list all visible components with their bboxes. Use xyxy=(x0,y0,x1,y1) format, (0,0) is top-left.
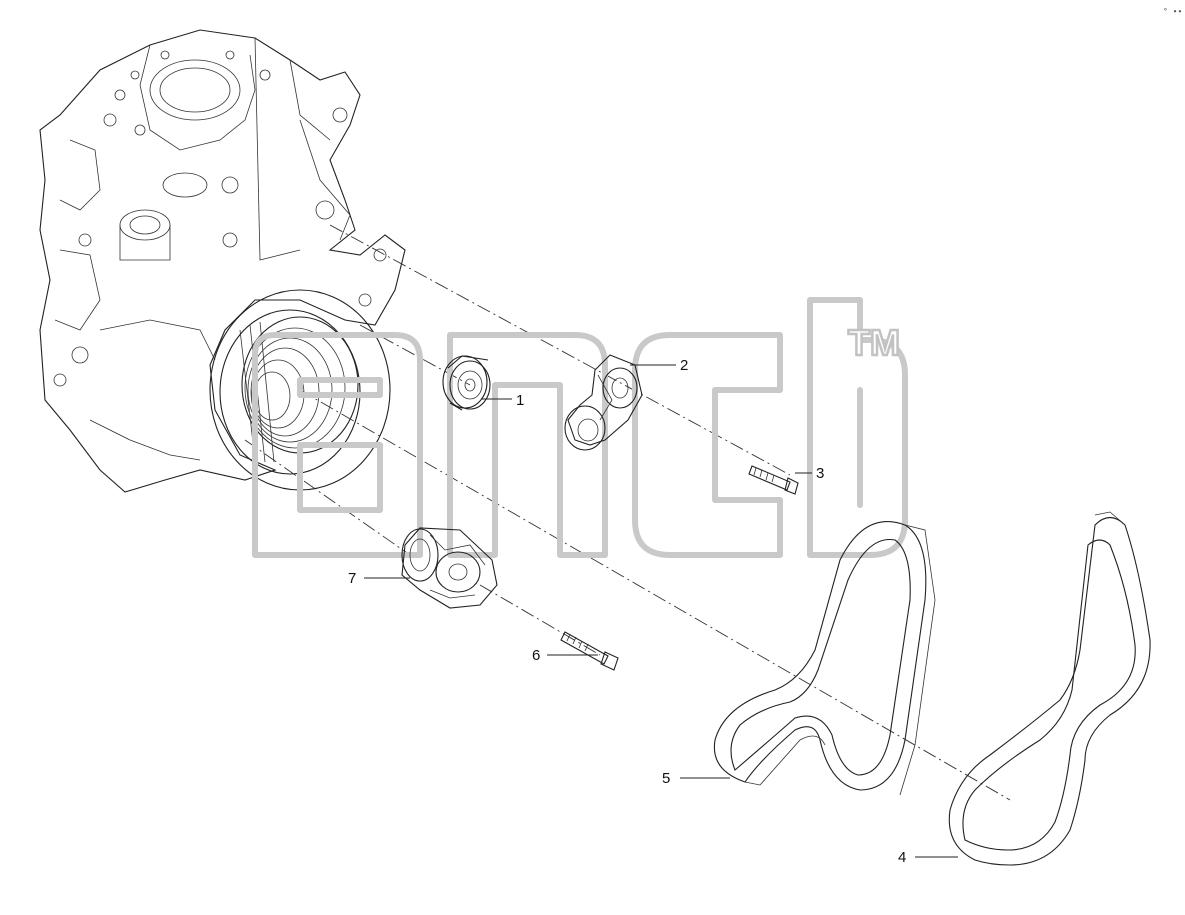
callout-label-3: 3 xyxy=(816,465,824,482)
callout-2: 2 xyxy=(630,357,688,374)
corner-mark: ° ∙∙ xyxy=(1163,7,1182,16)
watermark: TM xyxy=(252,297,908,558)
drive-belt-inner xyxy=(713,521,936,796)
callout-label-2: 2 xyxy=(680,357,688,374)
drive-belt-outer xyxy=(948,511,1151,866)
tensioner-bolt-lower xyxy=(560,631,619,671)
callout-label-7: 7 xyxy=(348,570,356,587)
trademark-symbol: TM xyxy=(848,322,900,363)
callout-label-5: 5 xyxy=(662,770,670,787)
belt-tensioner xyxy=(564,354,643,451)
callout-7: 7 xyxy=(348,570,410,587)
callouts: 1 2 3 4 5 6 7 xyxy=(348,357,958,866)
callout-1: 1 xyxy=(482,392,524,409)
idler-pulley xyxy=(442,355,491,411)
belt-tensioner-lower xyxy=(401,527,498,609)
callout-3: 3 xyxy=(795,465,824,482)
tensioner-bolt-upper xyxy=(748,465,799,495)
callout-label-6: 6 xyxy=(532,647,540,664)
callout-label-1: 1 xyxy=(516,392,524,409)
callout-4: 4 xyxy=(898,849,958,866)
callout-label-4: 4 xyxy=(898,849,906,866)
engine-block xyxy=(39,29,406,493)
callout-6: 6 xyxy=(532,647,598,664)
callout-5: 5 xyxy=(662,770,730,787)
